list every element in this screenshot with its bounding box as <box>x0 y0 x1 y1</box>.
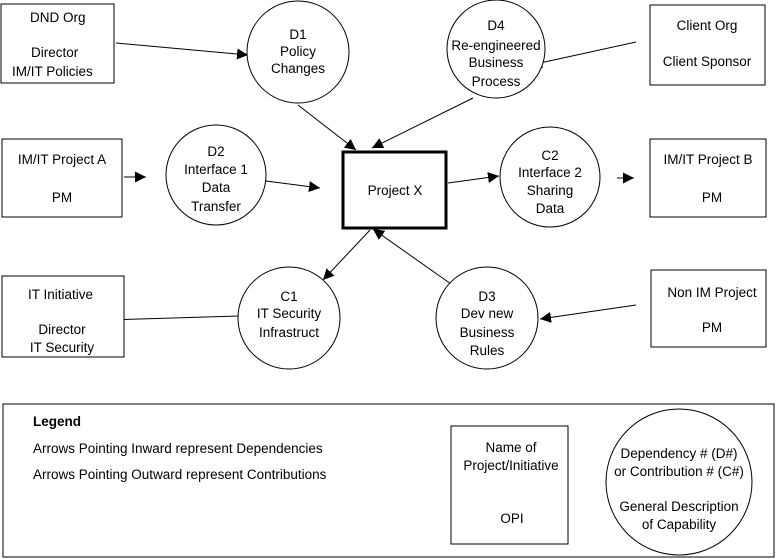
legend-box-line2: Project/Initiative <box>463 458 558 473</box>
it-initiative-subtitle: IT Security <box>30 340 95 355</box>
d4-line2: Business <box>469 55 524 70</box>
project-a-role: PM <box>52 190 72 205</box>
legend-title: Legend <box>33 414 81 429</box>
node-d3: D3 Dev new Business Rules <box>435 266 539 370</box>
node-imit-project-a: IM/IT Project A PM <box>1 138 123 218</box>
dnd-org-subtitle: IM/IT Policies <box>12 64 93 79</box>
edge-client-to-d4 <box>530 41 637 69</box>
client-org-role: Client Sponsor <box>663 54 752 69</box>
legend-circle-line3: General Description <box>619 499 738 514</box>
c2-line2: Sharing <box>527 183 574 198</box>
legend-circle-line1: Dependency # (D#) <box>620 446 737 461</box>
node-it-initiative: IT Initiative Director IT Security <box>1 275 125 358</box>
edge-d1-to-projectx <box>297 104 357 151</box>
d1-line2: Changes <box>271 61 325 76</box>
d3-line1: Dev new <box>461 306 514 321</box>
edge-d2-to-projectx <box>265 180 321 193</box>
d4-id: D4 <box>487 18 505 33</box>
edge-nonim-to-d3 <box>539 304 637 323</box>
dnd-org-title: DND Org <box>30 10 86 25</box>
c2-id: C2 <box>541 148 558 163</box>
edge-d4-to-projectx <box>371 97 474 149</box>
non-im-project-role: PM <box>702 320 722 335</box>
edge-projectx-to-c1 <box>322 229 371 281</box>
dnd-org-role: Director <box>31 45 79 60</box>
legend-outward-note: Arrows Pointing Outward represent Contri… <box>33 467 327 482</box>
c1-line1: IT Security <box>257 306 322 321</box>
legend-box-line1: Name of <box>485 440 536 455</box>
node-c2: C2 Interface 2 Sharing Data <box>499 126 601 228</box>
c2-line3: Data <box>536 201 565 216</box>
edges <box>107 41 637 326</box>
non-im-project-title: Non IM Project <box>667 285 757 300</box>
node-d2: D2 Interface 1 Data Transfer <box>165 124 267 226</box>
legend: Legend Arrows Pointing Inward represent … <box>2 403 775 558</box>
d4-line1: Re-engineered <box>451 38 540 53</box>
edge-d3-to-projectx <box>372 228 452 285</box>
edge-projectx-to-c2 <box>447 172 500 184</box>
d2-id: D2 <box>207 144 224 159</box>
project-a-title: IM/IT Project A <box>18 152 106 167</box>
node-d1: D1 Policy Changes <box>246 0 350 104</box>
d3-line2: Business <box>460 325 515 340</box>
d2-line3: Transfer <box>191 199 241 214</box>
node-c1: C1 IT Security Infrastruct <box>237 266 341 370</box>
legend-box-sample: Name of Project/Initiative OPI <box>450 425 569 545</box>
node-client-org: Client Org Client Sponsor <box>649 4 766 86</box>
legend-circle-line2: or Contribution # (C#) <box>614 464 744 479</box>
legend-box-opi: OPI <box>500 511 523 526</box>
it-initiative-role: Director <box>38 322 86 337</box>
legend-inward-note: Arrows Pointing Inward represent Depende… <box>33 441 323 456</box>
node-non-im-project: Non IM Project PM <box>650 269 767 348</box>
node-dnd-org: DND Org Director IM/IT Policies <box>0 3 115 84</box>
legend-circle-sample: Dependency # (D#) or Contribution # (C#)… <box>605 408 753 556</box>
legend-circle-line4: of Capability <box>642 517 717 532</box>
project-x-title: Project X <box>368 183 423 198</box>
node-imit-project-b: IM/IT Project B PM <box>649 138 767 218</box>
d3-line3: Rules <box>470 343 505 358</box>
project-b-title: IM/IT Project B <box>663 152 752 167</box>
d4-line3: Process <box>472 74 521 89</box>
d1-id: D1 <box>289 27 306 42</box>
d1-line1: Policy <box>280 44 316 59</box>
project-b-role: PM <box>702 190 722 205</box>
edge-dnd-to-d1 <box>115 42 249 60</box>
c1-line2: Infrastruct <box>259 325 319 340</box>
d2-line2: Data <box>202 180 231 195</box>
client-org-title: Client Org <box>677 18 738 33</box>
d2-line1: Interface 1 <box>184 162 248 177</box>
node-d4: D4 Re-engineered Business Process <box>446 0 546 99</box>
edge-c1-to-itinitiative <box>107 314 240 326</box>
c2-line1: Interface 2 <box>518 165 582 180</box>
it-initiative-title: IT Initiative <box>28 287 93 302</box>
d3-id: D3 <box>478 289 495 304</box>
c1-id: C1 <box>280 289 297 304</box>
node-project-x: Project X <box>341 150 448 230</box>
